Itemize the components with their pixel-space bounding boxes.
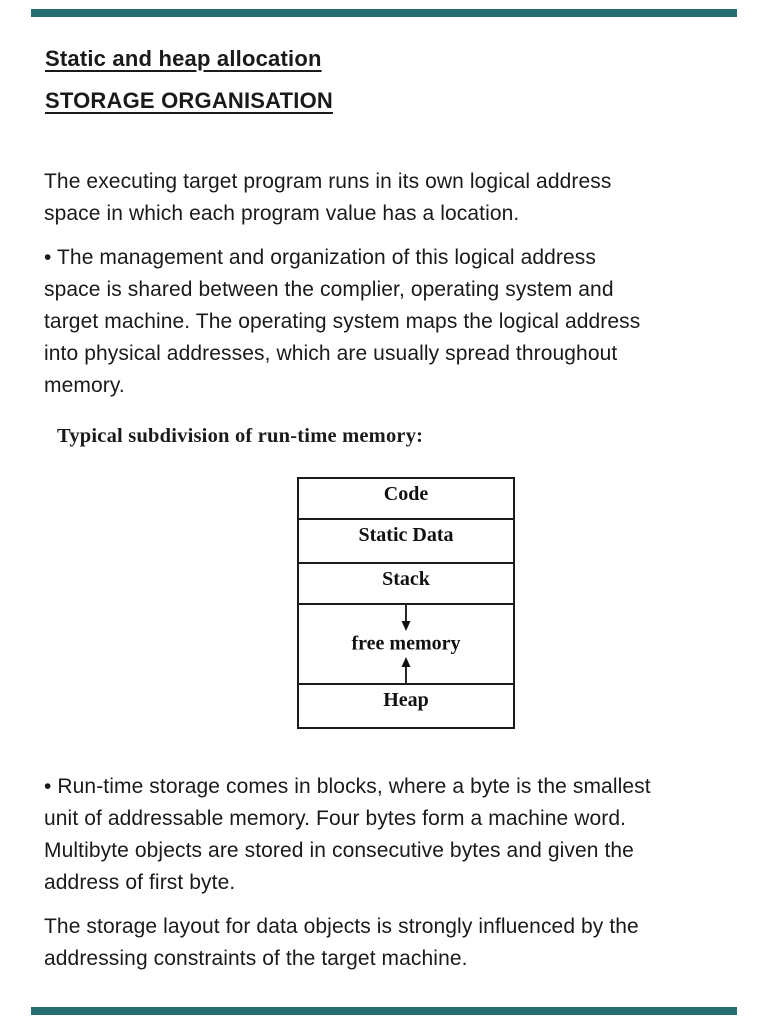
paragraph-runtime-storage-bullet: • Run-time storage comes in blocks, wher… <box>44 775 651 894</box>
page-title: Static and heap allocation <box>45 46 322 71</box>
figure-caption: Typical subdivision of run-time memory: <box>57 425 424 447</box>
paragraph-management-bullet: • The management and organization of thi… <box>44 246 641 397</box>
memory-block-stack: Stack <box>299 564 513 605</box>
runtime-memory-diagram: Code Static Data Stack free memory Heap <box>297 477 515 729</box>
memory-block-code: Code <box>299 479 513 520</box>
bottom-accent-bar <box>31 1007 737 1015</box>
paragraph-storage-layout: The storage layout for data objects is s… <box>44 915 639 970</box>
arrow-up-icon <box>401 657 411 683</box>
arrow-down-icon <box>401 605 411 631</box>
memory-block-heap: Heap <box>383 689 429 711</box>
free-memory-label: free memory <box>351 632 461 655</box>
top-accent-bar <box>31 9 737 17</box>
memory-block-free-memory: free memory <box>299 605 513 685</box>
memory-block-static-data: Static Data <box>299 520 513 564</box>
section-title: STORAGE ORGANISATION <box>45 88 333 113</box>
paragraph-logical-address: The executing target program runs in its… <box>44 170 612 225</box>
